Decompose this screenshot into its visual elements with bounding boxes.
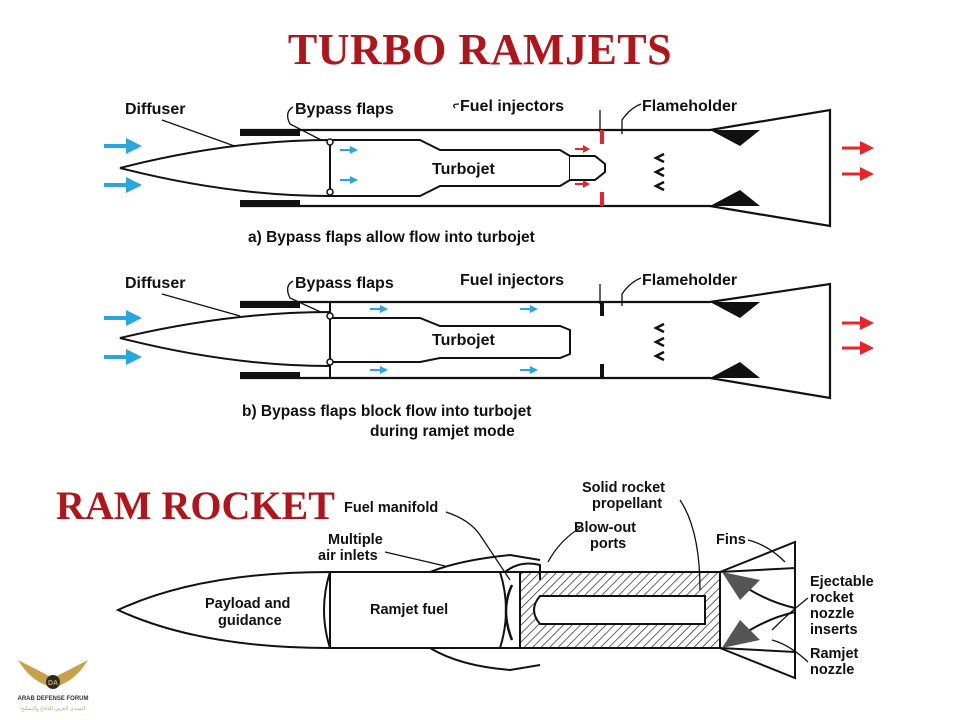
label-ejectable-line2: rocket — [810, 590, 854, 606]
label-ramjet-nozzle-line1: Ramjet — [810, 646, 859, 662]
label-multiple-line2: air inlets — [318, 548, 378, 564]
bypass-flow-arrow — [519, 365, 539, 375]
label-ramjet-nozzle-line2: nozzle — [810, 662, 854, 678]
outflow-arrow — [840, 314, 876, 332]
turbo-ramjet-diagram-b: Diffuser Bypass flaps Fuel injectors Fla… — [102, 272, 876, 440]
label-flameholder: Flameholder — [642, 98, 737, 115]
label-ejectable-line4: inserts — [810, 622, 858, 638]
outflow-arrow — [840, 165, 876, 183]
label-blowout-line1: Blow-out — [574, 520, 636, 536]
inflow-arrow — [102, 308, 144, 328]
arab-defense-forum-logo: DA ARAB DEFENSE FORUM المنتدى العربي للد… — [17, 660, 89, 712]
label-fuel-injectors: Fuel injectors — [460, 272, 564, 289]
label-fuel-manifold: Fuel manifold — [344, 500, 438, 516]
bypass-flow-arrow — [369, 365, 389, 375]
label-ejectable-line1: Ejectable — [810, 574, 874, 590]
label-fuel-injectors: Fuel injectors — [460, 98, 564, 115]
label-turbojet: Turbojet — [432, 161, 495, 178]
bypass-flow-arrow — [369, 304, 389, 314]
label-solid-line1: Solid rocket — [582, 480, 665, 496]
label-turbojet: Turbojet — [432, 332, 495, 349]
inflow-arrow — [102, 136, 144, 156]
label-bypass-flaps: Bypass flaps — [295, 275, 394, 292]
label-payload-line1: Payload and — [205, 596, 290, 612]
caption-a: a) Bypass flaps allow flow into turbojet — [248, 229, 535, 246]
outflow-arrow — [840, 139, 876, 157]
inflow-arrow — [102, 175, 144, 195]
label-ramjet-fuel: Ramjet fuel — [370, 602, 448, 618]
exhaust-arrow — [574, 144, 591, 154]
label-solid-line2: propellant — [592, 496, 662, 512]
caption-b-line2: during ramjet mode — [370, 423, 515, 440]
label-blowout-line2: ports — [590, 536, 626, 552]
inflow-arrow — [102, 347, 144, 367]
exhaust-arrow — [574, 179, 591, 189]
label-ejectable-line3: nozzle — [810, 606, 854, 622]
bypass-flow-arrow — [519, 304, 539, 314]
label-fins: Fins — [716, 532, 746, 548]
section-title-ram-rocket: RAM ROCKET — [56, 483, 335, 528]
label-bypass-flaps: Bypass flaps — [295, 101, 394, 118]
turbo-ramjet-diagram-a: Diffuser Bypass flaps Fuel injectors Fla… — [102, 98, 876, 246]
label-diffuser: Diffuser — [125, 275, 185, 292]
page-title: TURBO RAMJETS — [287, 25, 673, 74]
ram-rocket-diagram: Payload and guidance Ramjet fuel Fuel ma… — [115, 480, 874, 680]
outflow-arrow — [840, 339, 876, 357]
svg-text:DA: DA — [48, 680, 58, 687]
logo-text-line2: المنتدى العربي للدفاع والتسليح — [21, 706, 85, 712]
logo-text-line1: ARAB DEFENSE FORUM — [17, 696, 88, 702]
label-diffuser: Diffuser — [125, 101, 185, 118]
label-multiple-line1: Multiple — [328, 532, 383, 548]
label-flameholder: Flameholder — [642, 272, 737, 289]
caption-b-line1: b) Bypass flaps block flow into turbojet — [242, 403, 531, 420]
label-payload-line2: guidance — [218, 613, 282, 629]
